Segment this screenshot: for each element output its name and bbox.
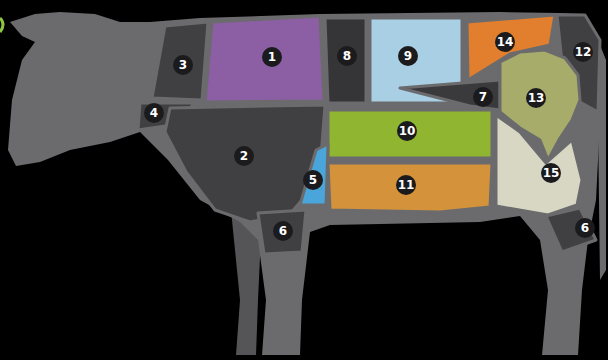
cut-region: 1: [205, 16, 324, 102]
cut-region: 6: [258, 210, 306, 254]
callout-number: 10: [397, 121, 417, 141]
region-shape: [496, 115, 582, 215]
callout-number: 2: [234, 146, 254, 166]
callout-number: 4: [144, 103, 164, 123]
cut-region: 11: [328, 163, 492, 212]
cut-region: 3: [152, 22, 208, 100]
cut-region: 5: [300, 144, 328, 205]
callout-number: 5: [303, 170, 323, 190]
callout-number: 8: [337, 46, 357, 66]
cut-region: 10: [328, 110, 492, 158]
cut-region: 8: [325, 18, 366, 103]
callout-number: 12: [573, 42, 593, 62]
callout-number: 3: [173, 55, 193, 75]
callout-number: 6: [273, 221, 293, 241]
cut-region: 6: [546, 208, 596, 252]
callout-number: 14: [495, 32, 515, 52]
callout-number: 9: [398, 46, 418, 66]
callout-number: 1: [262, 47, 282, 67]
callout-number: 7: [473, 87, 493, 107]
callout-number: 6: [575, 218, 595, 238]
callout-number: 13: [526, 88, 546, 108]
callout-number: 15: [541, 163, 561, 183]
cut-region: 7: [400, 80, 500, 110]
callout-number: 11: [396, 175, 416, 195]
cut-region: 15: [496, 115, 582, 215]
